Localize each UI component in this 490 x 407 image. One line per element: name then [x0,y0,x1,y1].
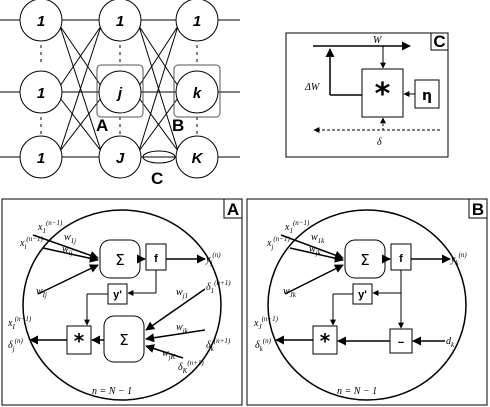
backprop-summation-symbol: Σ [119,331,128,349]
connection-line [138,25,179,152]
delta-label: δ [377,137,382,148]
weight-wjk-label: wjk [176,322,189,335]
delta-w-label: ΔW [304,82,321,93]
input-arrow [289,247,344,263]
weight-wJk-label: wJk [283,286,297,299]
panel-b-node-circle [267,209,467,401]
panel-a-tag-box [223,198,243,219]
weight-wjk-label: wjk [309,244,322,257]
panel-a-tag: A [227,200,239,219]
layer-equation: n = N − 1 [92,386,132,397]
activation-label: f [154,253,158,265]
node-label: J [116,150,125,167]
node-hidden-J [98,135,142,179]
delta-dk-label: δk(n) [255,337,272,353]
multiplier-symbol: * [320,329,331,353]
backprop-input-arrow [145,344,184,359]
delta-d1-label: δ1(n+1) [206,279,231,295]
node-label: 1 [193,13,201,30]
layer-equation: n = N − 1 [337,386,377,397]
node-output-1 [175,0,219,42]
weight-wij-label: wij [62,244,73,257]
input-arrow [280,234,344,260]
derivative-label: y' [358,289,367,301]
label-a: A [96,116,108,135]
multiplier-box [361,68,404,118]
multiplier-box [312,325,338,355]
panel-b-tag-box [468,198,488,219]
weight-w1j-label: w1j [64,232,76,245]
input-arrow [37,264,99,295]
input-arrow [32,234,99,260]
connection-line [59,25,102,152]
node-hidden-j [98,70,142,114]
activation-label: f [399,253,403,265]
input-arrow [284,264,344,295]
difference-label: − [398,337,404,349]
highlight-ellipse-c [142,150,176,164]
input-xI-label: xI(n−1) [7,315,32,331]
label-b: B [172,116,184,135]
output-yj-label: yj(n) [205,251,221,267]
connection-line [138,25,179,87]
panel-c-tag: C [433,32,445,51]
highlight-box-b [173,64,221,118]
highlight-box-a [96,64,144,118]
input-x1-label: x1(n−1) [284,219,310,235]
weight-label: W [373,35,383,46]
node-hidden-1 [98,0,142,42]
weight-wj1-label: wj1 [176,287,188,300]
derivative-label: y' [113,289,122,301]
multiplier-box [66,325,92,355]
weight-w1k-label: w1k [311,232,325,245]
node-label: K [192,150,204,167]
node-label: 1 [37,150,45,167]
learning-rate-label: η [422,88,432,104]
delta-dK-label: δK(n+1) [178,359,204,375]
target-dk-label: dk [446,336,455,349]
learning-rate-box [414,79,440,109]
node-label: k [193,85,202,102]
node-input-1 [19,0,63,42]
panel-c: C W ΔW * η δ [285,32,449,158]
panel-a: A Σ f y' * Σ x1(n−1) xi(n−1) [1,198,243,406]
input-xj-label: xj(n−1) [266,235,290,251]
multiplier-symbol: * [74,329,85,353]
node-label: 1 [37,13,45,30]
backprop-input-arrow [145,288,206,331]
node-label: j [116,85,123,102]
node-label: 1 [37,85,45,102]
input-x1-label: x1(n−1) [37,219,63,235]
connection-line [59,25,102,87]
weight-wjK-label: wjK [162,348,176,361]
summation-symbol: Σ [115,251,124,269]
summation-symbol: Σ [360,251,369,269]
connection-line [59,97,102,152]
multiplier-symbol: * [375,77,391,112]
panel-b-tag: B [472,200,484,219]
label-c: C [151,169,163,188]
panel-b: B Σ f y' − * x1(n−1) xj(n−1) xJ(n− [246,198,488,406]
backprop-summation-box [103,315,145,363]
panel-c-tag-box [430,32,449,51]
input-arrow [42,247,99,263]
weight-wIj-label: wIj [36,286,47,299]
node-input-2 [19,70,63,114]
input-xJ-label: xJ(n−1) [253,315,279,331]
panel-a-node-circle [22,209,222,401]
output-yk-label: yk(n) [450,251,467,267]
delta-dk-label: δk(n+1) [206,337,231,353]
node-output-K [175,135,219,179]
network-diagram: 1 1 1 1 j J 1 k K A B C [0,0,240,188]
node-label: 1 [116,13,124,30]
backprop-input-arrow [145,329,206,343]
node-output-k [175,70,219,114]
delta-dj-label: δj(n) [8,337,23,353]
node-input-3 [19,135,63,179]
connection-line [138,97,179,152]
input-xi-label: xi(n−1) [19,235,43,251]
